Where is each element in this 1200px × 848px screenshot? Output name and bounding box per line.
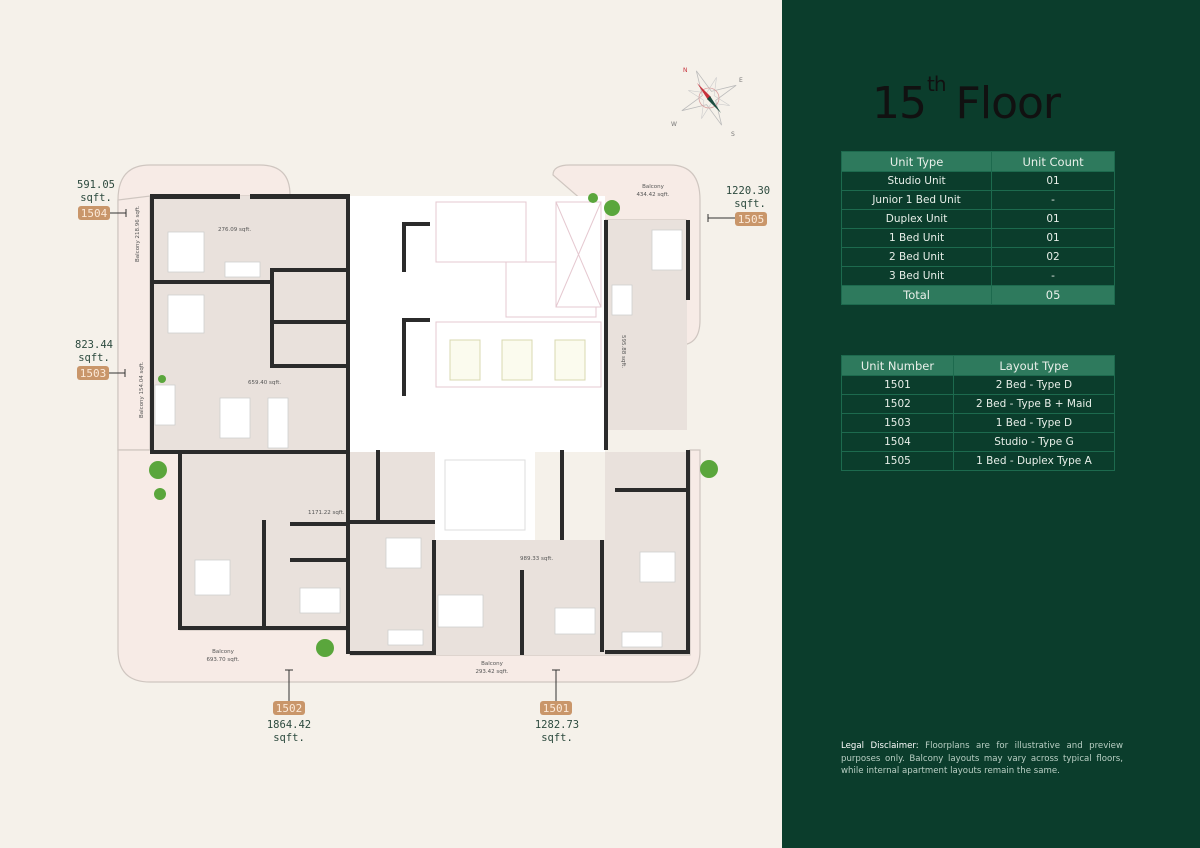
cell: 01 — [991, 171, 1115, 191]
disclaimer-label: Legal Disclaimer: — [841, 741, 919, 751]
unit-callout-1504[interactable]: 591.05 sqft. 1504 — [77, 179, 127, 220]
cell: 3 Bed Unit — [840, 266, 993, 286]
unit-badge: 1504 — [81, 207, 108, 220]
room-area-1501: 989.33 sqft. — [520, 556, 553, 562]
room-area-1502: 1171.22 sqft. — [308, 510, 345, 516]
room-area-1504: 276.09 sqft. — [218, 227, 251, 233]
balcony-label-left-mid: Balcony 154.04 sqft. — [139, 361, 145, 418]
cell: 1 Bed - Duplex Type A — [952, 451, 1116, 471]
balcony-area: 293.42 sqft. — [475, 669, 508, 675]
unit-callout-1505[interactable]: 1220.30 sqft. 1505 — [707, 185, 770, 226]
column-header: Layout Type — [952, 355, 1116, 376]
cell: 1505 — [841, 451, 954, 471]
unit-callout-1501[interactable]: 1501 1282.73 sqft. — [535, 669, 579, 744]
cell: 1 Bed - Type D — [952, 413, 1116, 433]
unit-area: 1864.42 — [267, 719, 311, 731]
cell: 1502 — [841, 394, 954, 414]
floor-number: 15 — [872, 78, 927, 129]
floorplan: 276.09 sqft. 659.40 sqft. 1171.22 sqft. … — [75, 67, 770, 744]
table-row: 3 Bed Unit- — [840, 266, 1115, 286]
unit-callout-1502[interactable]: 1502 1864.42 sqft. — [267, 669, 311, 744]
table-header: Unit Type Unit Count — [840, 151, 1115, 172]
unit-badge: 1502 — [276, 702, 303, 715]
cell: 1501 — [841, 375, 954, 395]
floor-suffix: th — [927, 72, 947, 96]
cell: Total — [840, 285, 993, 305]
cell: Studio Unit — [840, 171, 993, 191]
cell: 1 Bed Unit — [840, 228, 993, 248]
cell: 01 — [991, 209, 1115, 229]
unit-area-suffix: sqft. — [734, 198, 766, 210]
room-area-1505: 595.88 sqft. — [620, 335, 626, 368]
unit-badge: 1501 — [543, 702, 570, 715]
compass-e: E — [739, 77, 743, 84]
disclaimer-text: Floorplans are for illustrative and prev… — [841, 741, 1123, 776]
unit-callout-1503[interactable]: 823.44 sqft. 1503 — [75, 339, 126, 380]
balcony-area: 434.42 sqft. — [636, 192, 669, 198]
unit-area-suffix: sqft. — [78, 352, 110, 364]
table-header: Unit Number Layout Type — [841, 355, 1116, 376]
cell: 1503 — [841, 413, 954, 433]
compass-n: N — [683, 67, 688, 74]
balcony-label-left-top: Balcony 218.96 sqft. — [135, 205, 141, 262]
cell: 2 Bed - Type B + Maid — [952, 394, 1116, 414]
furniture — [154, 229, 683, 648]
floor-word: Floor — [955, 78, 1061, 129]
unit-area: 1220.30 — [726, 185, 770, 197]
unit-area: 591.05 — [77, 179, 115, 191]
cell: 05 — [991, 285, 1115, 305]
unit-badge: 1503 — [80, 367, 107, 380]
unit-area: 1282.73 — [535, 719, 579, 731]
balcony-bottom — [117, 449, 701, 683]
cell: - — [991, 190, 1115, 210]
cell: Junior 1 Bed Unit — [840, 190, 993, 210]
balcony-left-side — [117, 195, 151, 451]
balcony-label: Balcony — [481, 661, 504, 667]
unit-area-suffix: sqft. — [273, 732, 305, 744]
trees — [149, 193, 718, 657]
column-header: Unit Count — [991, 151, 1115, 172]
column-header: Unit Type — [840, 151, 993, 172]
compass-icon: N E S W — [671, 67, 743, 138]
walls — [150, 194, 690, 655]
unit-area-suffix: sqft. — [80, 192, 112, 204]
balcony-label: Balcony — [642, 184, 665, 190]
table-row: Junior 1 Bed Unit- — [840, 190, 1115, 210]
cell: 01 — [991, 228, 1115, 248]
cell: 02 — [991, 247, 1115, 267]
balcony-label: Balcony — [212, 649, 235, 655]
room-area-1503: 659.40 sqft. — [248, 380, 281, 386]
compass-w: W — [671, 121, 677, 128]
cell: Duplex Unit — [840, 209, 993, 229]
compass-s: S — [731, 131, 735, 138]
cell: - — [991, 266, 1115, 286]
cell: Studio - Type G — [952, 432, 1116, 452]
column-header: Unit Number — [841, 355, 954, 376]
legal-disclaimer: Legal Disclaimer: Floorplans are for ill… — [841, 740, 1123, 778]
balcony-area: 693.70 sqft. — [206, 657, 239, 663]
page-title: 15th Floor — [872, 74, 1061, 129]
unit-area: 823.44 — [75, 339, 113, 351]
unit-area-suffix: sqft. — [541, 732, 573, 744]
cell: 2 Bed - Type D — [952, 375, 1116, 395]
balconies — [117, 164, 701, 683]
cell: 2 Bed Unit — [840, 247, 993, 267]
cell: 1504 — [841, 432, 954, 452]
unit-badge: 1505 — [738, 213, 765, 226]
